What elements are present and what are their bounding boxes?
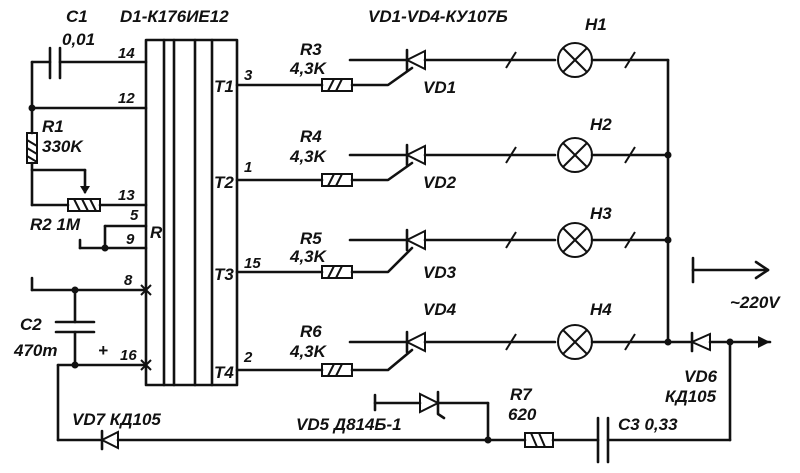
pin-label-16: 16 — [120, 347, 137, 364]
output-t2: T2 — [214, 173, 234, 192]
thyristor-3 — [404, 229, 426, 251]
thyristor-2 — [404, 144, 426, 166]
out-pin-1: 1 — [244, 159, 252, 176]
r1-name: R1 — [42, 117, 64, 136]
out-pin-2: 2 — [243, 349, 253, 366]
output-t4: T4 — [214, 363, 234, 382]
mains-section — [664, 58, 772, 442]
h1-label: H1 — [585, 15, 607, 34]
vd1-label: VD1 — [423, 78, 456, 97]
thyristor-4 — [404, 331, 426, 353]
vd6-type: КД105 — [665, 387, 717, 406]
lamp-cross-2 — [562, 142, 588, 168]
mains-label: ~220V — [730, 293, 781, 312]
vd7-label: VD7 КД105 — [72, 410, 161, 429]
thyristor-1 — [404, 49, 426, 71]
r1-value: 330K — [42, 137, 84, 156]
r4-name: R4 — [300, 127, 322, 146]
c2-polarity: + — [98, 341, 108, 360]
thyristor-group-label: VD1-VD4-КУ107Б — [368, 7, 508, 26]
pin-label-12: 12 — [118, 90, 135, 107]
r6-name: R6 — [300, 322, 322, 341]
out-pin-15: 15 — [244, 255, 261, 272]
vd3-label: VD3 — [423, 263, 457, 282]
ic-title: D1-К176ИЕ12 — [120, 7, 229, 26]
lamp-cross-1 — [562, 47, 588, 73]
reset-label: R — [150, 223, 163, 242]
gate-wire-1 — [350, 66, 414, 87]
terminal-a-4 — [505, 333, 517, 351]
resistor-hatch-3 — [327, 265, 343, 279]
resistor-hatch-4 — [327, 363, 343, 377]
resistor-hatch-2 — [327, 173, 343, 187]
pin-label-9: 9 — [126, 231, 135, 248]
vd4-label: VD4 — [423, 300, 457, 319]
c2-value: 470m — [13, 341, 57, 360]
resistor-hatch-1 — [327, 78, 343, 92]
output-t1: T1 — [214, 77, 234, 96]
h2-label: H2 — [590, 115, 612, 134]
r5-value: 4,3K — [289, 247, 328, 266]
r4-value: 4,3K — [289, 147, 328, 166]
h4-label: H4 — [590, 300, 612, 319]
r6-value: 4,3K — [289, 342, 328, 361]
gate-wire-4 — [350, 348, 414, 372]
c1-value: 0,01 — [62, 30, 95, 49]
vd6-name: VD6 — [684, 367, 718, 386]
r7-value: 620 — [508, 405, 537, 424]
c3-label: C3 0,33 — [618, 415, 678, 434]
pin-label-14: 14 — [118, 45, 135, 62]
r7-name: R7 — [510, 385, 533, 404]
r2-label: R2 1M — [30, 215, 81, 234]
vd2-label: VD2 — [423, 173, 457, 192]
pin-label-5: 5 — [130, 207, 139, 224]
lamp-cross-4 — [562, 329, 588, 355]
terminal-a-3 — [505, 231, 517, 249]
terminal-a-2 — [505, 146, 517, 164]
channels-group — [235, 42, 670, 377]
pin-label-8: 8 — [124, 272, 133, 289]
pin-label-13: 13 — [118, 187, 135, 204]
ic-d1 — [144, 38, 239, 387]
lamp-cross-3 — [562, 227, 588, 253]
r3-name: R3 — [300, 40, 322, 59]
out-pin-3: 3 — [244, 67, 253, 84]
gate-wire-3 — [350, 246, 414, 274]
c1-name: C1 — [66, 7, 88, 26]
output-t3: T3 — [214, 265, 234, 284]
timing-network — [26, 46, 152, 442]
h3-label: H3 — [590, 204, 612, 223]
terminal-a-1 — [505, 51, 517, 69]
c2-name: C2 — [20, 315, 42, 334]
gate-wire-2 — [350, 161, 414, 182]
r5-name: R5 — [300, 229, 322, 248]
power-supply — [56, 390, 732, 464]
vd5-label: VD5 Д814Б-1 — [296, 415, 402, 434]
r3-value: 4,3K — [289, 59, 328, 78]
